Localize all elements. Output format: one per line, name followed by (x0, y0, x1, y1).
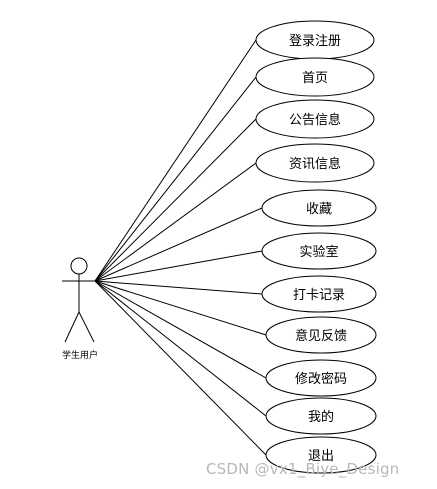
use-case-ellipse (265, 316, 377, 354)
use-case-label: 公告信息 (289, 112, 341, 128)
association-line-mine (94, 280, 267, 417)
use-case-label: 意见反馈 (295, 328, 347, 344)
association-line-lab (94, 250, 263, 282)
association-line-news (94, 162, 257, 282)
use-case-feedback: 意见反馈 (265, 316, 377, 354)
use-case-ellipse (261, 189, 377, 227)
use-case-ellipse (255, 57, 375, 97)
association-line-favorites (94, 207, 263, 282)
use-case-ellipse (265, 359, 377, 397)
use-case-checkin-records: 打卡记录 (261, 275, 377, 313)
actor-student-user (62, 257, 96, 343)
association-line-home (94, 76, 257, 282)
actor-head (70, 257, 88, 275)
use-case-label: 打卡记录 (293, 288, 345, 303)
use-case-announcements: 公告信息 (255, 99, 375, 139)
use-case-label: 修改密码 (295, 371, 347, 387)
use-case-home: 首页 (255, 57, 375, 97)
association-line-announcements (94, 118, 257, 282)
use-case-label: 首页 (302, 71, 328, 86)
use-case-favorites: 收藏 (261, 189, 377, 227)
use-case-mine: 我的 (265, 397, 377, 435)
association-line-logout (94, 280, 267, 456)
use-case-ellipse (255, 99, 375, 139)
association-line-login-register (94, 39, 257, 282)
actor-label: 学生用户 (62, 349, 98, 361)
use-case-ellipse (255, 143, 375, 183)
use-case-label: 登录注册 (289, 34, 341, 49)
use-case-label: 收藏 (306, 202, 332, 217)
actor-right-leg (78, 311, 95, 343)
actor-left-leg (64, 311, 80, 343)
use-case-lab: 实验室 (261, 232, 377, 270)
use-case-label: 我的 (308, 409, 334, 425)
use-case-logout: 退出 (265, 436, 377, 474)
use-case-change-password: 修改密码 (265, 359, 377, 397)
association-line-change-password (94, 280, 267, 379)
association-line-checkin-records (94, 280, 263, 295)
watermark: CSDN @vx1_Biye_Design (206, 460, 400, 478)
use-case-news: 资讯信息 (255, 143, 375, 183)
use-case-ellipse (265, 397, 377, 435)
use-case-ellipse (261, 232, 377, 270)
use-case-label: 退出 (308, 449, 334, 464)
use-case-ellipse (265, 436, 377, 474)
association-line-feedback (94, 280, 267, 336)
association-lines (94, 39, 267, 456)
use-case-ellipse (261, 275, 377, 313)
use-case-login-register: 登录注册 (255, 20, 375, 60)
use-case-label: 实验室 (299, 244, 338, 260)
use-case-label: 资讯信息 (289, 156, 341, 172)
